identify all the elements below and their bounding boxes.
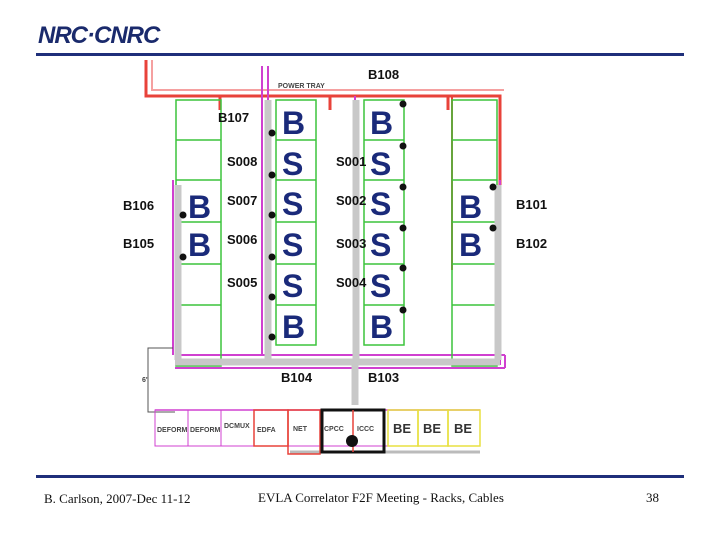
rack-s001-letter: S (370, 146, 391, 182)
rack-s004-letter: S (370, 268, 391, 304)
label-s005: S005 (227, 275, 257, 290)
page-number: 38 (646, 490, 659, 505)
unit-deform-2: DEFORM (190, 427, 221, 434)
unit-edfa: EDFA (257, 427, 276, 434)
rack-s008-letter: S (282, 146, 303, 182)
rack-b104-letter: B (282, 309, 305, 345)
rack-s005-letter: S (282, 268, 303, 304)
rack-labels: B108 B107 S008 S001 S007 S002 S006 S003 … (123, 67, 547, 385)
bottom-row-units: DEFORM DEFORM DCMUX EDFA NET CPCC ICCC B… (154, 408, 481, 455)
nrc-cnrc-logo: NRC·CNRC (38, 22, 160, 49)
unit-be-2: BE (423, 421, 441, 436)
label-b101: B101 (516, 197, 547, 212)
rack-b105-letter: B (188, 227, 211, 263)
unit-net: NET (293, 426, 308, 433)
rack-outlines (175, 99, 498, 367)
label-b102: B102 (516, 236, 547, 251)
rack-s006-letter: S (282, 227, 303, 263)
unit-deform-1: DEFORM (157, 427, 188, 434)
rack-b102-letter: B (459, 227, 482, 263)
side-dim-label: 6' (142, 377, 148, 384)
power-tray-label: POWER TRAY (278, 83, 325, 90)
label-b107: B107 (218, 110, 249, 125)
label-s002: S002 (336, 193, 366, 208)
rack-b103-letter: B (370, 309, 393, 345)
connection-dots (179, 100, 497, 341)
rack-s007-letter: S (282, 186, 303, 222)
rack-b108-letter: B (370, 105, 393, 141)
label-s003: S003 (336, 236, 366, 251)
rack-letters: B B S S S S S S S S B B B B B B (188, 105, 482, 345)
unit-be-3: BE (454, 421, 472, 436)
footer-rule (36, 475, 684, 478)
label-b108: B108 (368, 67, 399, 82)
label-b104: B104 (281, 370, 313, 385)
label-s007: S007 (227, 193, 257, 208)
rack-b101-letter: B (459, 189, 482, 225)
label-b105: B105 (123, 236, 154, 251)
rack-b106-letter: B (188, 189, 211, 225)
unit-cpcc: CPCC (324, 426, 344, 433)
side-dimension (147, 347, 175, 413)
footer-title: EVLA Correlator F2F Meeting - Racks, Cab… (258, 490, 504, 505)
label-s008: S008 (227, 154, 257, 169)
label-s001: S001 (336, 154, 366, 169)
grey-cable-runs (174, 100, 502, 405)
footer-author-date: B. Carlson, 2007-Dec 11-12 (44, 491, 191, 506)
label-s004: S004 (336, 275, 367, 290)
rack-b107-letter: B (282, 105, 305, 141)
label-b106: B106 (123, 198, 154, 213)
label-b103: B103 (368, 370, 399, 385)
header-rule (36, 53, 684, 56)
unit-iccc: ICCC (357, 426, 374, 433)
rack-s003-letter: S (370, 227, 391, 263)
rack-s002-letter: S (370, 186, 391, 222)
label-s006: S006 (227, 232, 257, 247)
unit-dcmux: DCMUX (224, 423, 250, 430)
unit-be-1: BE (393, 421, 411, 436)
